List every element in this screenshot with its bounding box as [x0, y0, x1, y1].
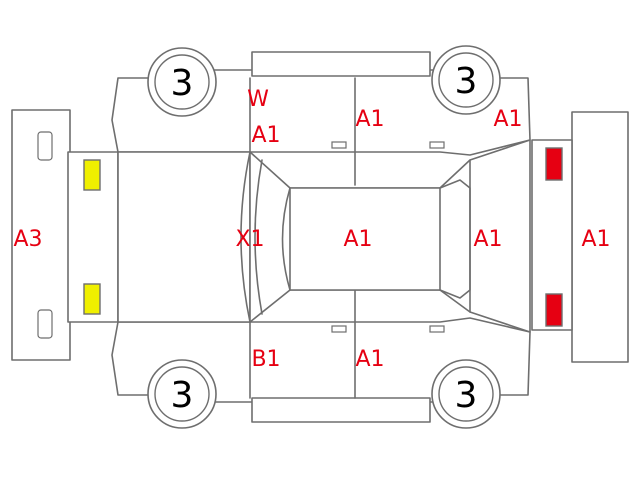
- door-handle-front-left: [429, 325, 445, 333]
- tire-front-right: 3: [431, 45, 501, 115]
- code-front-glass: X1: [235, 227, 264, 252]
- tire-rear-right: 3: [431, 359, 501, 429]
- rear-panel: [67, 151, 119, 323]
- front-panel: [531, 139, 573, 331]
- front-lamp-top: [545, 147, 563, 181]
- code-rear-door-right: A1: [355, 107, 384, 132]
- tire-rear-right-label: 3: [455, 375, 478, 416]
- roof-rail-bottom: [251, 397, 431, 423]
- door-handle-front-right: [429, 141, 445, 149]
- code-front-fender-right: A1: [493, 107, 522, 132]
- roof: [289, 187, 441, 291]
- tire-rear-left: 3: [147, 359, 217, 429]
- code-front-bumper: A1: [581, 227, 610, 252]
- code-front-door-left: B1: [251, 347, 280, 372]
- code-hood: A1: [473, 227, 502, 252]
- side-view-top: [111, 51, 531, 186]
- door-handle-rear-left: [331, 325, 347, 333]
- code-front-door-right: A1: [251, 123, 280, 148]
- body-top-view: [117, 139, 531, 333]
- door-handle-rear-right: [331, 141, 347, 149]
- tire-rear-left-label: 3: [171, 375, 194, 416]
- rear-bumper-tab-bottom: [37, 309, 53, 339]
- tire-front-left-label: 3: [171, 63, 194, 104]
- code-roof: A1: [343, 227, 372, 252]
- code-front-door-right-marker: W: [247, 87, 269, 112]
- front-lamp-bottom: [545, 293, 563, 327]
- code-rear-bumper: A3: [13, 227, 42, 252]
- code-rear-door-left: A1: [355, 347, 384, 372]
- rear-lamp-bottom: [83, 283, 101, 315]
- trunk: [117, 151, 251, 323]
- rear-bumper-tab-top: [37, 131, 53, 161]
- tire-front-right-label: 3: [455, 61, 478, 102]
- rear-lamp-top: [83, 159, 101, 191]
- rear-bumper: [11, 109, 71, 361]
- tire-front-left: 3: [147, 47, 217, 117]
- roof-rail-top: [251, 51, 431, 77]
